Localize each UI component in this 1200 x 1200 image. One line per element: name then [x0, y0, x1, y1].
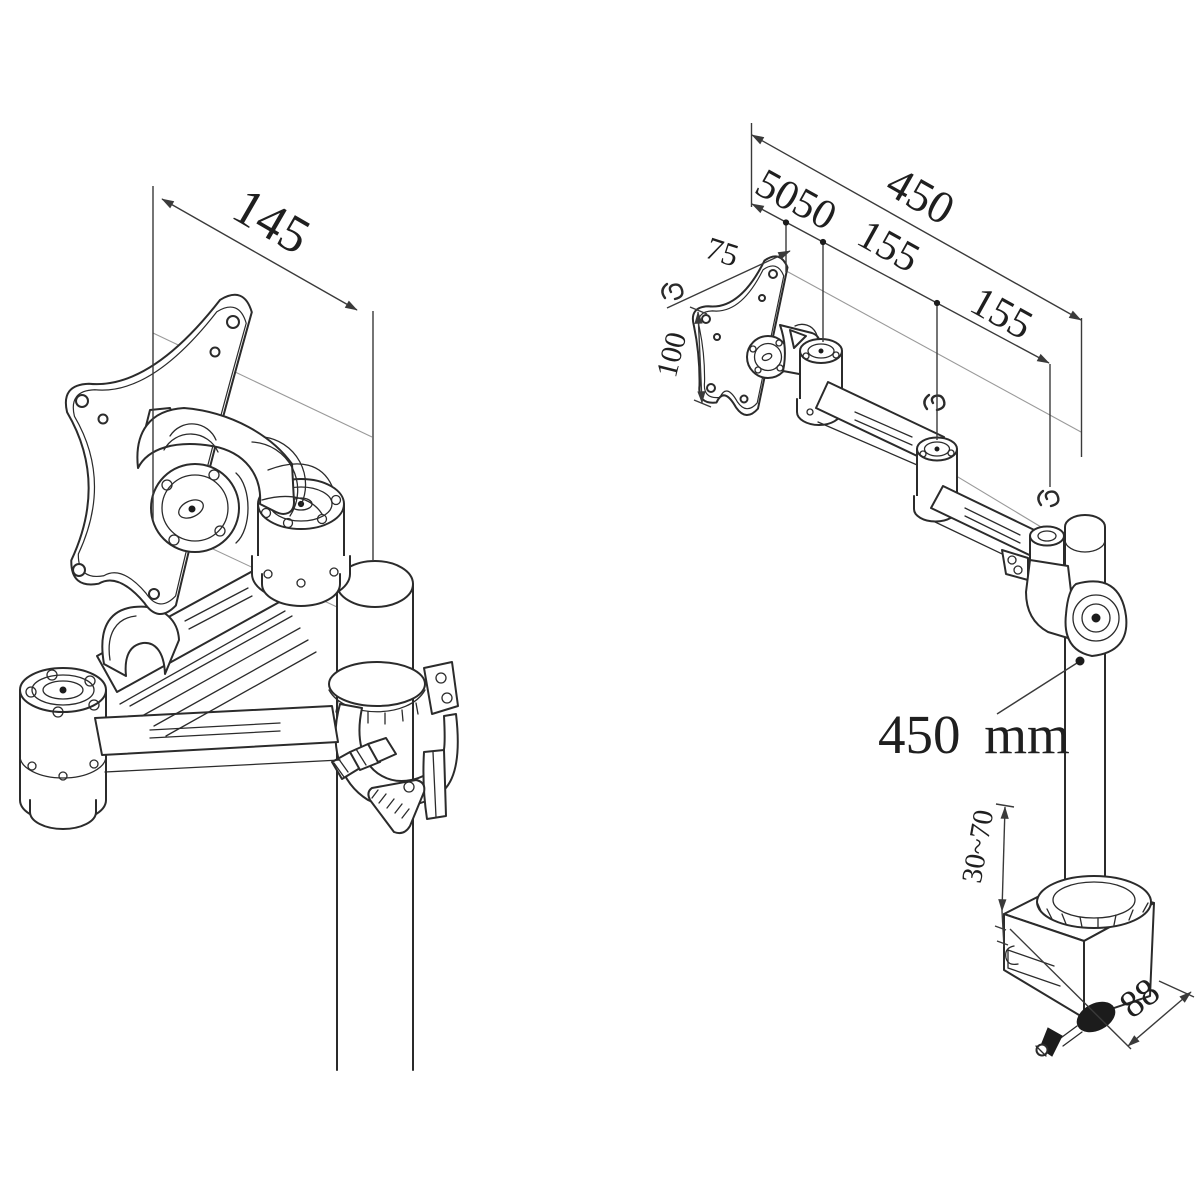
- vesa-hole: [706, 383, 716, 393]
- pole-top-joint: [1001, 525, 1128, 657]
- vesa-hole: [768, 269, 778, 279]
- dim-30-70-label: 30~70: [956, 807, 1000, 885]
- pole-base-collar: [1036, 875, 1152, 929]
- swivel-icon: [661, 282, 684, 301]
- cable-clip: [101, 605, 180, 677]
- pole-height-callout: 450 mm: [878, 656, 1085, 765]
- lower-arm: [94, 705, 341, 773]
- dim-100-label: 100: [650, 329, 693, 381]
- vesa-hole: [97, 413, 109, 425]
- vesa-hole: [209, 346, 221, 358]
- upper-arm: [96, 565, 317, 737]
- tilt-bearing: [150, 463, 249, 553]
- pole: [1064, 514, 1106, 889]
- swivel-icon: [923, 393, 946, 412]
- dim-155b-label: 155: [963, 278, 1040, 349]
- vesa-hole: [739, 394, 749, 404]
- vesa-plate: [64, 293, 253, 615]
- center-post-joint: [19, 667, 107, 830]
- vesa-hole: [72, 563, 86, 577]
- dim-145-label: 145: [223, 178, 319, 266]
- vesa-hole: [75, 394, 89, 408]
- vesa-hole: [758, 294, 766, 302]
- full-view: 450 50 50 155 155 75 100: [650, 123, 1195, 1057]
- arm-segment-1: [815, 381, 945, 472]
- pole-height-label: 450 mm: [878, 704, 1070, 765]
- swivel-icon: [1037, 489, 1060, 508]
- vesa-hole: [713, 333, 721, 341]
- pole-clamp-collar: [328, 661, 459, 835]
- vesa-hole: [148, 588, 160, 600]
- dim-75-label: 75: [702, 229, 744, 273]
- vesa-hole: [226, 315, 240, 329]
- dim-155a-label: 155: [850, 211, 927, 282]
- detail-view: 145: [19, 178, 459, 1071]
- pole: [336, 560, 414, 1071]
- vesa-hole: [701, 314, 711, 324]
